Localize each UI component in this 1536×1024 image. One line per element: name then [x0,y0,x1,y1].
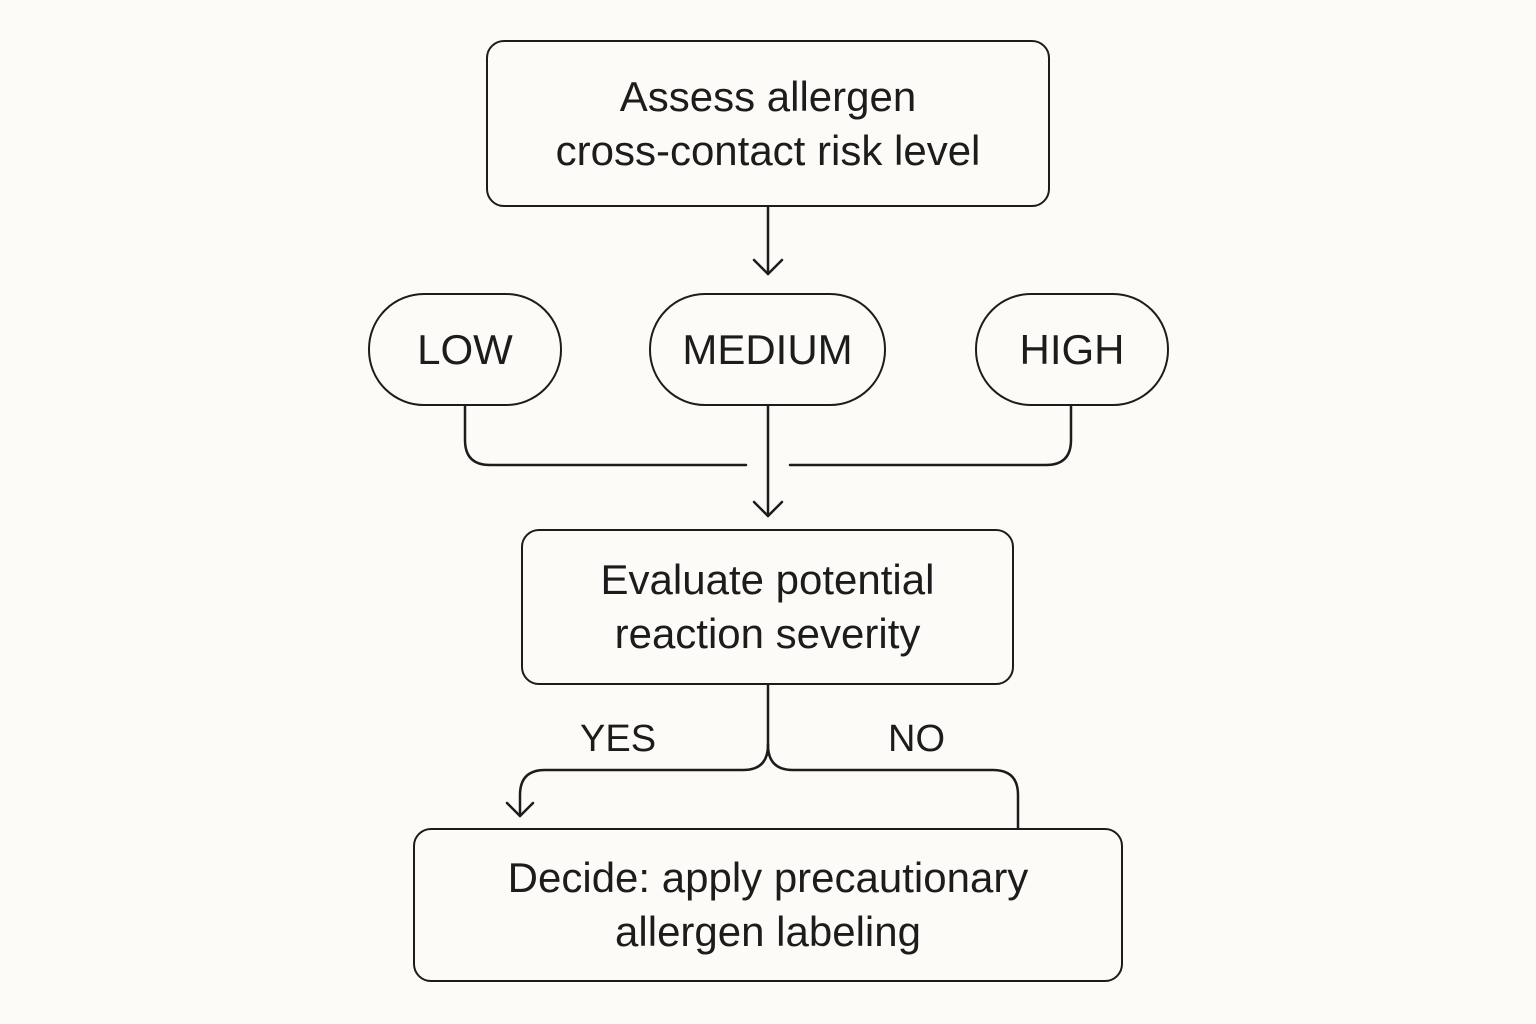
node-assess-line-2: cross-contact risk level [555,126,981,174]
edge-label-yes: YES [580,718,657,760]
node-assess-line-1: Assess allergen [619,72,917,120]
connector-low-to-merge [463,403,748,467]
node-decide-labeling: Decide: apply precautionary allergen lab… [413,828,1123,982]
node-medium-label: MEDIUM [682,325,853,373]
node-decide-line-1: Decide: apply precautionary [507,854,1029,901]
node-assess-risk: Assess allergen cross-contact risk level [486,40,1050,207]
edge-label-no: NO [888,718,945,760]
node-evaluate-line-1: Evaluate potential [600,556,935,603]
node-decide-line-2: allergen labeling [615,908,921,955]
arrowhead-evaluate [752,500,784,518]
node-medium: MEDIUM [649,293,886,406]
node-high: HIGH [975,293,1169,406]
connector-high-to-merge [788,403,1073,467]
node-evaluate-line-2: reaction severity [614,610,921,657]
arrowhead-levels [752,258,784,276]
node-high-label: HIGH [1019,325,1125,373]
arrowhead-yes [505,801,535,818]
node-low-label: LOW [417,325,513,373]
connector-no-branch [766,743,1020,830]
node-low: LOW [368,293,562,406]
node-evaluate-severity: Evaluate potential reaction severity [521,529,1014,685]
connector-yes-branch [518,743,770,818]
